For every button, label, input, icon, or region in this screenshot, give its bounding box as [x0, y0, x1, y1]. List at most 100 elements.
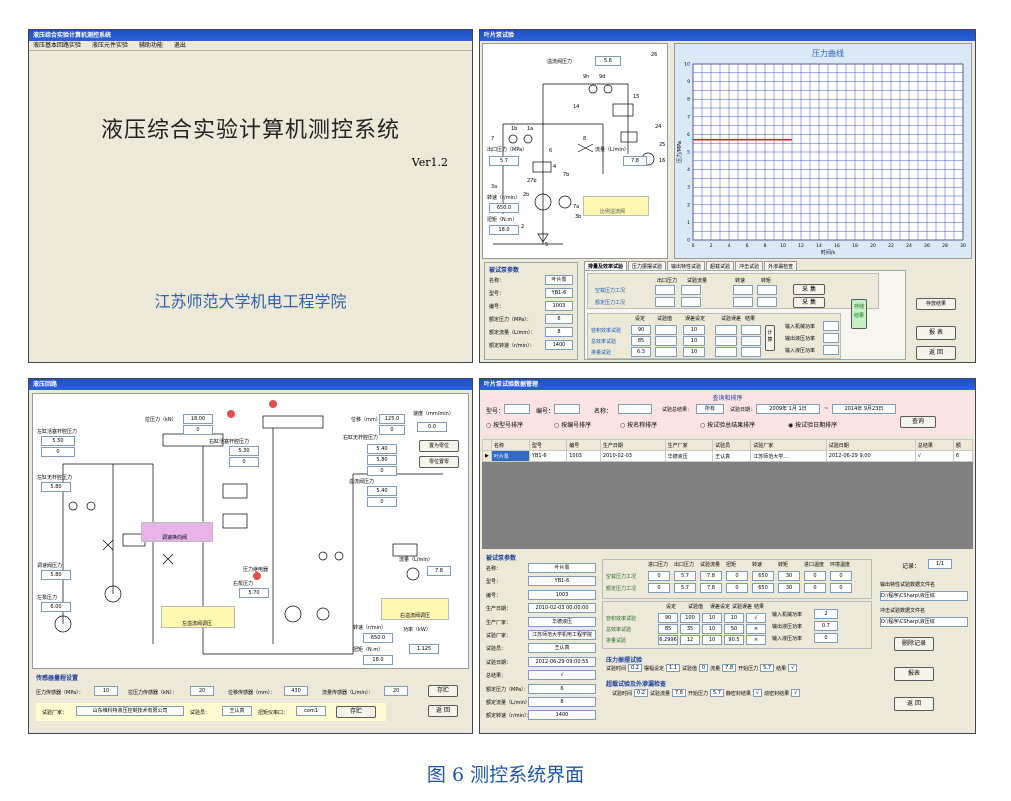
comp-26: 26 [651, 52, 658, 58]
return-button[interactable]: 返 回 [916, 346, 956, 360]
tab-displacement[interactable]: 排量及效率试验 [584, 261, 628, 271]
set-zero-button[interactable]: 置为零位 [419, 440, 459, 452]
eff-cell: × [746, 635, 766, 645]
detail-param-value: 江苏师范大学机电工程学院 [528, 630, 596, 640]
tester-value[interactable]: 王认真 [222, 706, 252, 716]
sort-result[interactable]: ○ 按试验总结果排序 [700, 422, 756, 429]
detail-param-label: 试验日期： [486, 659, 512, 666]
row-indicator [482, 439, 492, 451]
maker-value[interactable]: 山东维科特液压控制技术有限公司 [76, 706, 184, 716]
comp-25: 25 [659, 142, 666, 148]
type-input[interactable] [504, 404, 530, 414]
no-input[interactable] [554, 404, 580, 414]
main-window: 液压综合实验计算机测控系统 液压基本回路实验 液压元件实验 辅助功能 退出 液压… [28, 29, 473, 363]
sensor-save-button[interactable]: 存贮 [428, 685, 458, 697]
eff-cell: 35 [680, 624, 700, 634]
column-header[interactable]: 生产日期 [599, 439, 666, 451]
sort-date[interactable]: ◉ 按试验日期排序 [788, 422, 838, 429]
date-to[interactable]: 2014年 9月23日 [832, 404, 896, 414]
date-from[interactable]: 2009年 1月 1日 [756, 404, 820, 414]
column-header[interactable]: 生产厂家 [664, 439, 714, 451]
column-header[interactable]: 型号 [528, 439, 568, 451]
query-panel: 查询和排序 型号： 编号： 名称： 试验总结果： 所有 试验日期： 2009年 … [482, 392, 973, 436]
eff-val [655, 347, 677, 357]
detail-param-label: 额定压力（MPa）： [486, 686, 529, 693]
cond-header: 扭矩 [726, 562, 737, 568]
pump-param-value: 6 [545, 314, 573, 324]
tab-output-char[interactable]: 输出特性试验 [667, 261, 706, 271]
pump-param-value: 叶片泵 [545, 275, 573, 285]
cond-cell [655, 285, 675, 295]
sensor-label: 位移传感器（mm）： [228, 690, 276, 696]
eff-cell: √ [746, 613, 766, 623]
column-header[interactable]: 试验日期 [825, 439, 916, 451]
cond-row-rated: 额定压力工况 [595, 300, 626, 306]
power-out-hyd-label: 输出液压功率 [785, 336, 816, 342]
column-header[interactable]: 名称 [490, 439, 530, 451]
collect-button-1[interactable]: 采 集 [793, 284, 825, 295]
table-cell: YB1-6 [528, 450, 568, 462]
sort-type[interactable]: ○ 按型号排序 [486, 422, 524, 429]
comp-7a: 7a [573, 204, 580, 210]
tab-pressure-swing[interactable]: 压力振摆试验 [628, 261, 667, 271]
relief-label: 溢流阀压力 [349, 479, 375, 485]
report-button[interactable]: 报 表 [916, 326, 956, 340]
sensor-value[interactable]: 20 [384, 686, 408, 696]
speed-value: 650.0 [489, 203, 519, 213]
tab-impact[interactable]: 冲击试验 [735, 261, 764, 271]
circuit-return-button[interactable]: 返 回 [428, 705, 458, 717]
collect-button-2[interactable]: 采 集 [793, 297, 825, 308]
column-header[interactable]: 试验员 [712, 439, 752, 451]
sort-name[interactable]: ○ 按名称排序 [620, 422, 658, 429]
tab-overload[interactable]: 超载试验 [706, 261, 735, 271]
eff-row-label: 排量试验 [591, 350, 612, 356]
name-input[interactable] [618, 404, 652, 414]
inline-value: 5.7 [709, 689, 724, 697]
port-select[interactable]: com1 [296, 706, 326, 716]
delete-record-button[interactable]: 删除记录 [894, 637, 934, 651]
eff-row-label: 排量试验 [606, 638, 627, 644]
result-label: 试验总结果： [662, 407, 693, 413]
eff-result [741, 347, 761, 357]
cond-h-outlet: 出口压力 [657, 278, 678, 284]
x-tick-label: 2 [710, 243, 713, 249]
tab-leakage[interactable]: 外渗漏检查 [764, 261, 798, 271]
impact-file-value[interactable]: D:\程序\CSharp\液压综 [880, 617, 968, 627]
menu-exit[interactable]: 退出 [173, 42, 186, 49]
report-button-2[interactable]: 报表 [894, 667, 934, 681]
menu-aux-functions[interactable]: 辅助功能 [138, 42, 163, 49]
eff-err [715, 325, 737, 335]
menu-basic-circuit[interactable]: 液压基本回路实验 [33, 42, 82, 49]
test-tabs: 排量及效率试验 压力振摆试验 输出特性试验 超载试验 冲击试验 外渗漏检查 [584, 261, 798, 271]
result-select[interactable]: 所有 [696, 404, 724, 414]
cond-cell: 0 [804, 583, 826, 593]
overload-title: 超载试验及外渗漏检查 [606, 681, 667, 688]
eff-set: 6.3 [631, 347, 651, 357]
query-button[interactable]: 查询 [900, 416, 936, 428]
sensor-value[interactable]: 20 [190, 686, 214, 696]
calc-button[interactable]: 计算 [765, 325, 775, 351]
inline-label: 试验时间 [612, 690, 633, 697]
store-results-button[interactable]: 存放结果 [916, 298, 956, 310]
eff-set: 90 [631, 325, 651, 335]
out-file-value[interactable]: D:\程序\CSharp\液压综 [880, 591, 968, 601]
column-header[interactable]: 编号 [566, 439, 601, 451]
sensor-value[interactable]: 10 [94, 686, 118, 696]
no-label: 编号： [536, 408, 555, 415]
zero-reset-button[interactable]: 零位置零 [419, 456, 459, 468]
cond-cell: 0 [804, 571, 826, 581]
column-header[interactable]: 额 [952, 439, 974, 451]
column-header[interactable]: 总结果 [914, 439, 954, 451]
menu-component-test[interactable]: 液压元件实验 [91, 42, 128, 49]
power-out-hyd-value [823, 333, 839, 343]
sensor-value[interactable]: 430 [284, 686, 308, 696]
column-header[interactable]: 试验厂家 [750, 439, 827, 451]
y-tick-label: 7 [687, 114, 690, 120]
circuit-title: 液压回路 [29, 379, 472, 390]
cond-cell: 7.8 [700, 571, 722, 581]
save-results-button[interactable]: 存储结果 [851, 299, 867, 329]
return-button-2[interactable]: 返 回 [894, 697, 934, 711]
maker-save-button[interactable]: 存贮 [336, 706, 376, 718]
sort-no[interactable]: ○ 按编号排序 [554, 422, 592, 429]
